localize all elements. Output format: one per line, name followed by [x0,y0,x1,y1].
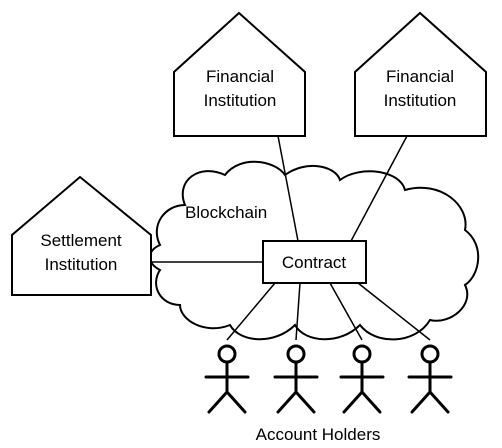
account-holder-figure-3 [339,344,385,414]
account-holder-figure-4 [407,344,453,414]
account-holder-figure-1 [204,344,250,414]
financial-institution-1-line2: Institution [204,91,277,110]
fi2-contract-line [350,135,408,242]
holder2-contract-line [295,282,301,341]
holder3-contract-line [329,282,363,341]
financial-institution-node-2: Financial Institution [354,11,487,137]
blockchain-label: Blockchain [185,203,267,222]
settlement-institution-line1: Settlement [40,231,122,250]
financial-institution-node-1: Financial Institution [173,11,306,137]
account-holders-label: Account Holders [256,425,381,444]
financial-institution-2-line2: Institution [384,91,457,110]
financial-institution-1-line1: Financial [206,67,274,86]
holder4-contract-line [357,282,431,341]
financial-institution-2-line1: Financial [386,67,454,86]
contract-node: Contract [262,240,367,284]
settlement-institution-node: Settlement Institution [11,175,152,296]
holder1-contract-line [226,282,276,341]
account-holder-figure-2 [273,344,319,414]
fi1-contract-line [277,135,299,242]
contract-label: Contract [282,253,347,272]
settlement-institution-line2: Institution [45,255,118,274]
